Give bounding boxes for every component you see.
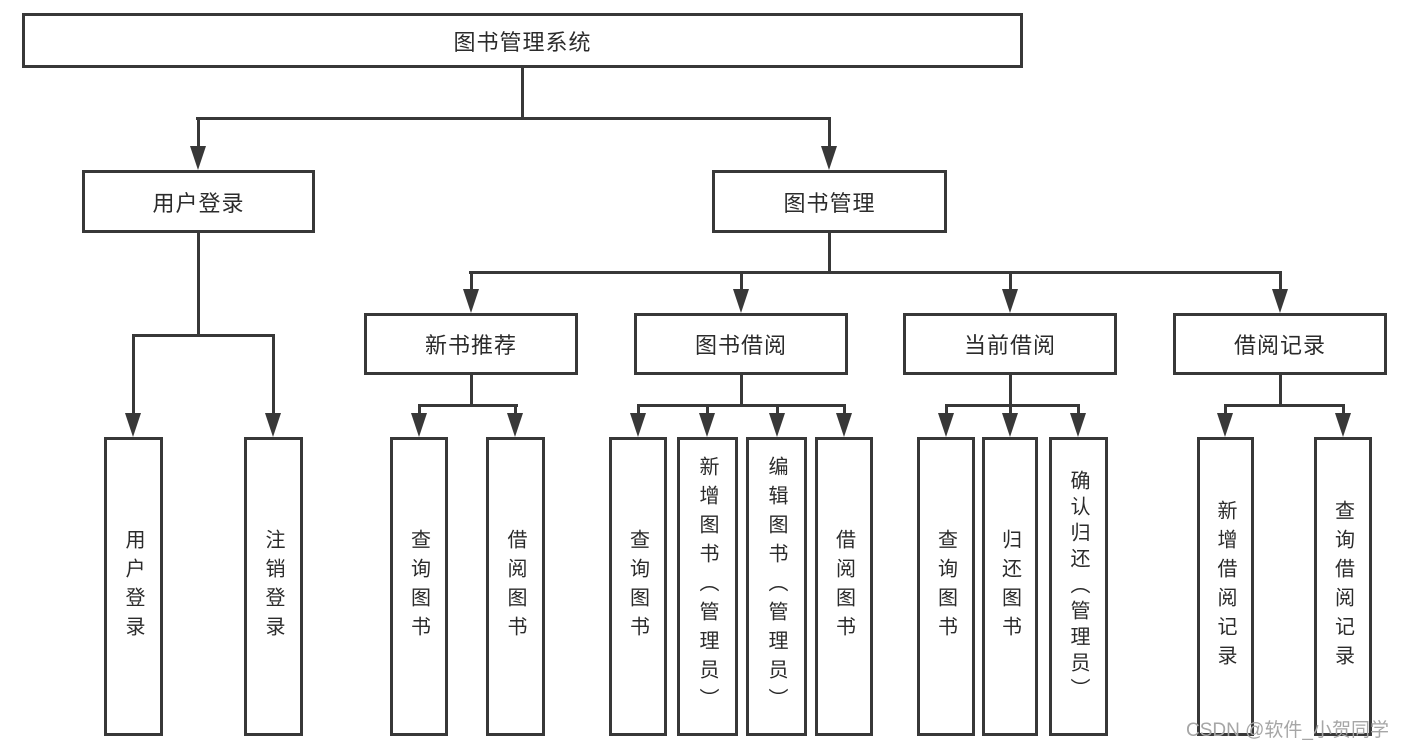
leaf-edit-books-admin: 编辑图书（管理员）: [746, 437, 807, 736]
connector-line: [197, 233, 200, 337]
connector-line: [637, 404, 640, 416]
leaf-add-borrow-record: 新增借阅记录: [1197, 437, 1254, 736]
arrowhead: [733, 289, 749, 313]
arrowhead: [190, 146, 206, 170]
arrowhead: [411, 413, 427, 437]
connector-line: [521, 68, 524, 118]
leaf-query-books-borrowing: 查询图书: [609, 437, 667, 736]
arrowhead: [938, 413, 954, 437]
leaf-logout-login: 注销登录: [244, 437, 303, 736]
arrowhead: [836, 413, 852, 437]
connector-line: [514, 404, 517, 416]
node-book-management: 图书管理: [712, 170, 947, 233]
connector-line: [196, 117, 831, 120]
leaf-borrow-books-borrowing: 借阅图书: [815, 437, 873, 736]
arrowhead: [1002, 289, 1018, 313]
connector-line: [470, 375, 473, 407]
connector-line: [637, 404, 846, 407]
node-borrowing-records: 借阅记录: [1173, 313, 1387, 375]
node-new-book-recommend: 新书推荐: [364, 313, 578, 375]
connector-line: [132, 334, 275, 337]
arrowhead: [507, 413, 523, 437]
connector-line: [1342, 404, 1345, 416]
connector-line: [1279, 271, 1282, 291]
arrowhead: [699, 413, 715, 437]
connector-line: [828, 117, 831, 148]
connector-line: [706, 404, 709, 416]
arrowhead: [769, 413, 785, 437]
connector-line: [945, 404, 1080, 407]
node-current-borrowing: 当前借阅: [903, 313, 1117, 375]
connector-line: [828, 233, 831, 274]
arrowhead: [630, 413, 646, 437]
leaf-query-borrow-record: 查询借阅记录: [1314, 437, 1372, 736]
leaf-user-login: 用户登录: [104, 437, 163, 736]
arrowhead: [125, 413, 141, 437]
arrowhead: [463, 289, 479, 313]
leaf-query-books-recommend: 查询图书: [390, 437, 448, 736]
connector-line: [1279, 375, 1282, 407]
connector-line: [945, 404, 948, 416]
arrowhead: [1070, 413, 1086, 437]
leaf-return-books: 归还图书: [982, 437, 1038, 736]
arrowhead: [1272, 289, 1288, 313]
connector-line: [843, 404, 846, 416]
connector-line: [132, 334, 135, 416]
node-root-library-management-system: 图书管理系统: [22, 13, 1023, 68]
connector-line: [1009, 404, 1012, 416]
arrowhead: [265, 413, 281, 437]
connector-line: [272, 334, 275, 416]
connector-line: [1224, 404, 1345, 407]
connector-line: [740, 271, 743, 291]
connector-line: [1009, 271, 1012, 291]
leaf-query-books-current: 查询图书: [917, 437, 975, 736]
arrowhead: [1002, 413, 1018, 437]
leaf-borrow-books-recommend: 借阅图书: [486, 437, 545, 736]
connector-line: [470, 271, 473, 291]
leaf-add-books-admin: 新增图书（管理员）: [677, 437, 738, 736]
connector-line: [776, 404, 779, 416]
csdn-watermark: CSDN @软件_小贺同学: [1186, 720, 1389, 741]
arrowhead: [1335, 413, 1351, 437]
connector-line: [1224, 404, 1227, 416]
leaf-confirm-return-admin: 确认归还（管理员）: [1049, 437, 1108, 736]
connector-line: [1077, 404, 1080, 416]
connector-line: [197, 117, 200, 148]
connector-line: [418, 404, 421, 416]
connector-line: [418, 404, 518, 407]
arrowhead: [1217, 413, 1233, 437]
node-book-borrowing: 图书借阅: [634, 313, 848, 375]
arrowhead: [821, 146, 837, 170]
node-user-login: 用户登录: [82, 170, 315, 233]
connector-line: [469, 271, 1282, 274]
connector-line: [1009, 375, 1012, 407]
connector-line: [740, 375, 743, 407]
